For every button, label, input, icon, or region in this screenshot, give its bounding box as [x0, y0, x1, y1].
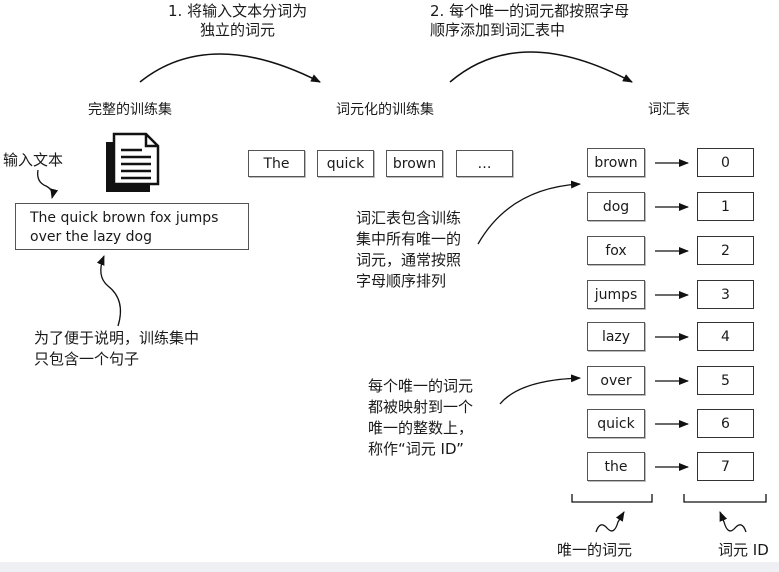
tokenized-token: quick — [317, 150, 374, 177]
unique-tokens-bracket — [571, 494, 653, 503]
token-ids-bracket — [683, 494, 767, 503]
mapping-note-arrow — [499, 374, 581, 405]
input-text-label: 输入文本 — [3, 151, 64, 169]
token-id: 7 — [697, 452, 754, 481]
token-id: 4 — [697, 322, 754, 351]
tokenized-token: The — [248, 150, 305, 177]
document-icon — [106, 132, 160, 192]
input-text-box: The quick brown fox jumps over the lazy … — [15, 203, 249, 250]
step2-caption: 2. 每个唯一的词元都按照字母 顺序添加到词汇表中 — [430, 2, 630, 39]
vocab-token: lazy — [587, 322, 645, 351]
header-vocabulary: 词汇表 — [648, 102, 690, 118]
token-id: 2 — [697, 236, 754, 265]
vocab-token: brown — [587, 148, 645, 177]
token-id: 0 — [697, 148, 754, 177]
note-vocabulary: 词汇表包含训练 集中所有唯一的 词元，通常按照 字母顺序排列 — [356, 209, 462, 290]
vocab-token: dog — [587, 192, 645, 221]
vocab-token: the — [587, 452, 645, 481]
token-id: 6 — [697, 409, 754, 438]
single-sentence-arrow — [96, 255, 122, 327]
input-label-arrow — [37, 169, 59, 199]
vocab-token: over — [587, 366, 645, 395]
header-training-set: 完整的训练集 — [88, 102, 172, 118]
token-id: 1 — [697, 192, 754, 221]
tokenized-token-ellipsis: … — [456, 150, 513, 177]
token-id: 3 — [697, 280, 754, 309]
note-token-id-mapping: 每个唯一的词元 都被映射到一个 唯一的整数上， 称作“词元 ID” — [368, 377, 474, 458]
header-tokenized-set: 词元化的训练集 — [336, 102, 434, 118]
token-ids-squiggle — [719, 511, 747, 533]
tokenized-token: brown — [386, 150, 443, 177]
vocab-token: fox — [587, 236, 645, 265]
step1-caption: 1. 将输入文本分词为 独立的词元 — [168, 2, 308, 39]
vocab-token: jumps — [587, 280, 645, 309]
step1-arrow — [139, 53, 321, 83]
token-ids-label: 词元 ID — [718, 541, 769, 559]
bottom-strip — [0, 562, 779, 572]
unique-tokens-squiggle — [595, 511, 625, 533]
unique-tokens-label: 唯一的词元 — [557, 541, 633, 559]
step2-arrow — [449, 51, 633, 83]
vocab-note-arrow — [477, 180, 581, 245]
token-id: 5 — [697, 366, 754, 395]
vocab-token: quick — [587, 409, 645, 438]
note-single-sentence: 为了便于说明，训练集中 只包含一个句子 — [34, 329, 200, 368]
